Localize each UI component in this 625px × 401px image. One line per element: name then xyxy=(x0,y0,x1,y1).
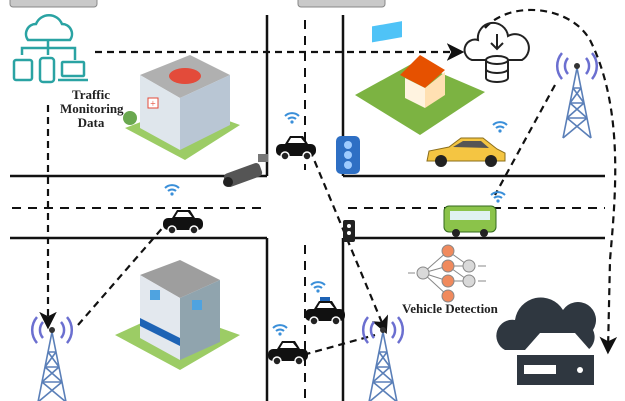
house-icon xyxy=(355,21,485,135)
label-line: Traffic xyxy=(71,87,111,102)
cloud-database-icon xyxy=(463,21,530,83)
header-box-right xyxy=(297,0,386,8)
traffic-monitoring-label: Traffic Monitoring Data xyxy=(60,87,124,130)
cloud-server-icon xyxy=(496,297,597,385)
car-bottom-icon xyxy=(267,340,309,366)
wifi-icon xyxy=(164,184,180,197)
vehicle-detection-label: Vehicle Detection xyxy=(402,301,498,316)
car-left-icon xyxy=(162,209,204,235)
bus-icon xyxy=(443,205,497,237)
wifi-icon xyxy=(310,281,326,294)
label-line: Monitoring xyxy=(60,101,124,116)
police-station-icon xyxy=(115,260,240,370)
small-traffic-light-icon xyxy=(343,220,355,242)
car-top-icon xyxy=(275,135,317,161)
header-box-left xyxy=(9,0,98,8)
police-car-icon xyxy=(304,297,346,326)
traffic-light-icon xyxy=(336,136,360,174)
hospital-building-icon: + xyxy=(123,55,240,160)
yellow-car-icon xyxy=(426,137,506,167)
wifi-icon xyxy=(284,112,300,125)
cloud-devices-icon xyxy=(12,14,88,84)
label-line: Data xyxy=(77,115,105,130)
cell-tower-icon xyxy=(555,51,599,140)
wifi-icon xyxy=(490,191,506,204)
wifi-icon xyxy=(272,324,288,337)
cell-tower-icon xyxy=(30,315,74,401)
neural-network-icon xyxy=(408,244,486,303)
cell-tower-icon xyxy=(361,315,405,401)
cctv-camera-icon xyxy=(223,154,268,187)
svg-text:+: + xyxy=(150,99,156,110)
wifi-icon xyxy=(492,121,508,134)
road-network xyxy=(10,15,605,401)
